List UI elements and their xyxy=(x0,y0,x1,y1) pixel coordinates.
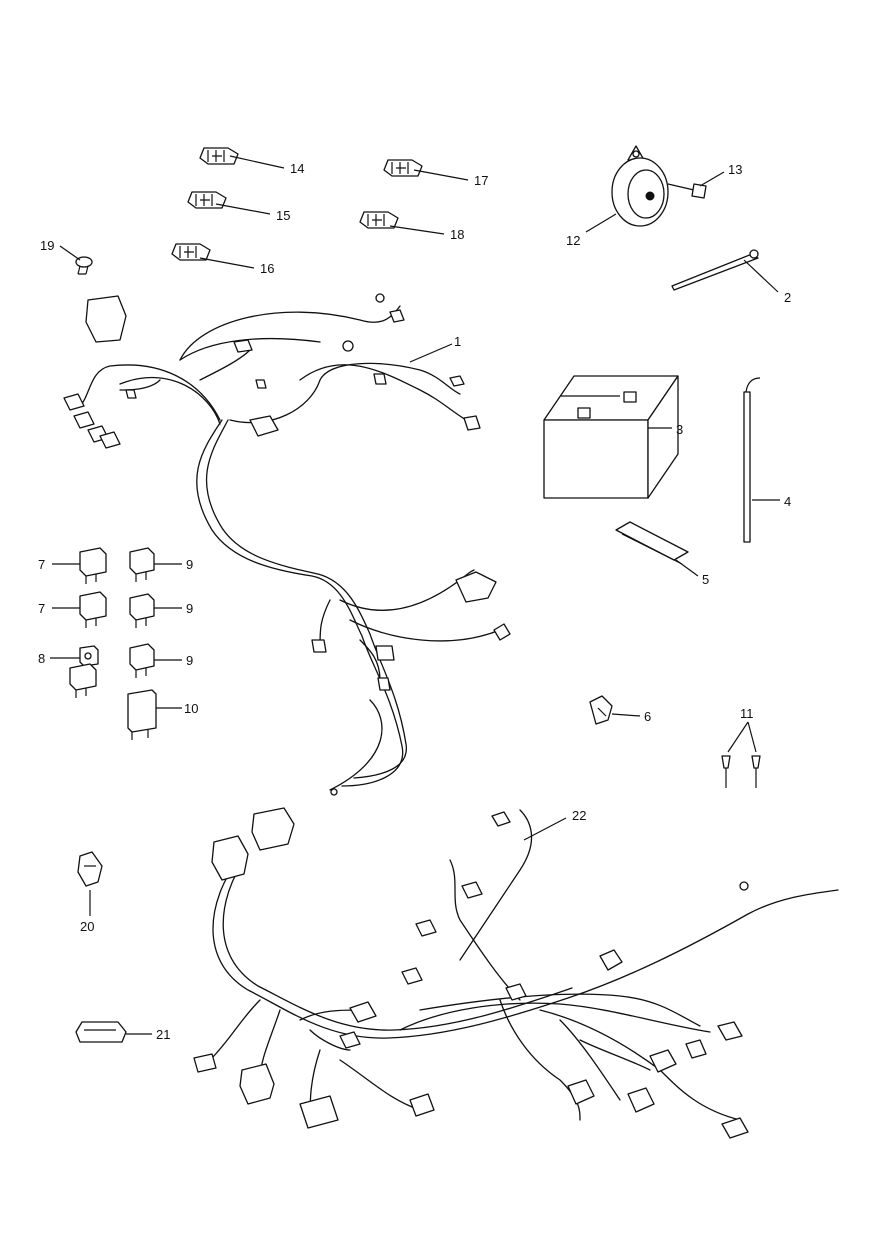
callout-9c: 9 xyxy=(186,653,193,668)
callout-1: 1 xyxy=(454,334,461,349)
callout-15: 15 xyxy=(276,208,290,223)
callout-19: 19 xyxy=(40,238,54,253)
relay-8-icon xyxy=(69,645,99,698)
callout-21: 21 xyxy=(156,1027,170,1042)
connector-20-icon xyxy=(77,851,103,887)
callout-7b: 7 xyxy=(38,601,45,616)
relay-7b-icon xyxy=(79,591,107,628)
fuse-16-icon xyxy=(171,243,211,261)
relay-10-icon xyxy=(127,689,157,740)
callout-4: 4 xyxy=(784,494,791,509)
callout-10: 10 xyxy=(184,701,198,716)
relay-7a-icon xyxy=(79,547,107,584)
rivets-11-icon xyxy=(721,755,761,788)
callout-9b: 9 xyxy=(186,601,193,616)
relay-9b-icon xyxy=(129,593,155,628)
fuse-14-icon xyxy=(199,147,239,165)
callout-3: 3 xyxy=(676,422,683,437)
callout-7a: 7 xyxy=(38,557,45,572)
leader-lines xyxy=(50,155,780,1035)
callout-22: 22 xyxy=(572,808,586,823)
callout-17: 17 xyxy=(474,173,488,188)
relay-9c-icon xyxy=(129,643,155,678)
callout-5: 5 xyxy=(702,572,709,587)
callout-13: 13 xyxy=(728,162,742,177)
horn-12-icon xyxy=(611,145,669,227)
clip-6-icon xyxy=(589,695,613,725)
main-harness-1 xyxy=(63,293,511,796)
fuse-15-icon xyxy=(187,191,227,209)
fuse-17-icon xyxy=(383,159,423,177)
callout-2: 2 xyxy=(784,290,791,305)
callout-20: 20 xyxy=(80,919,94,934)
cable-tie-2-icon xyxy=(671,249,759,291)
fuse-18-icon xyxy=(359,211,399,229)
relay-9a-icon xyxy=(129,547,155,582)
sub-harness-22 xyxy=(193,807,839,1139)
callout-6: 6 xyxy=(644,709,651,724)
callout-11: 11 xyxy=(740,706,754,721)
callout-9a: 9 xyxy=(186,557,193,572)
callout-12: 12 xyxy=(566,233,580,248)
callout-16: 16 xyxy=(260,261,274,276)
callout-8: 8 xyxy=(38,651,45,666)
callout-18: 18 xyxy=(450,227,464,242)
battery-rod-4-icon xyxy=(743,377,761,543)
battery-3-icon xyxy=(543,375,679,499)
battery-strap-5-icon xyxy=(615,521,689,565)
cover-21-icon xyxy=(75,1021,127,1043)
callout-14: 14 xyxy=(290,161,304,176)
